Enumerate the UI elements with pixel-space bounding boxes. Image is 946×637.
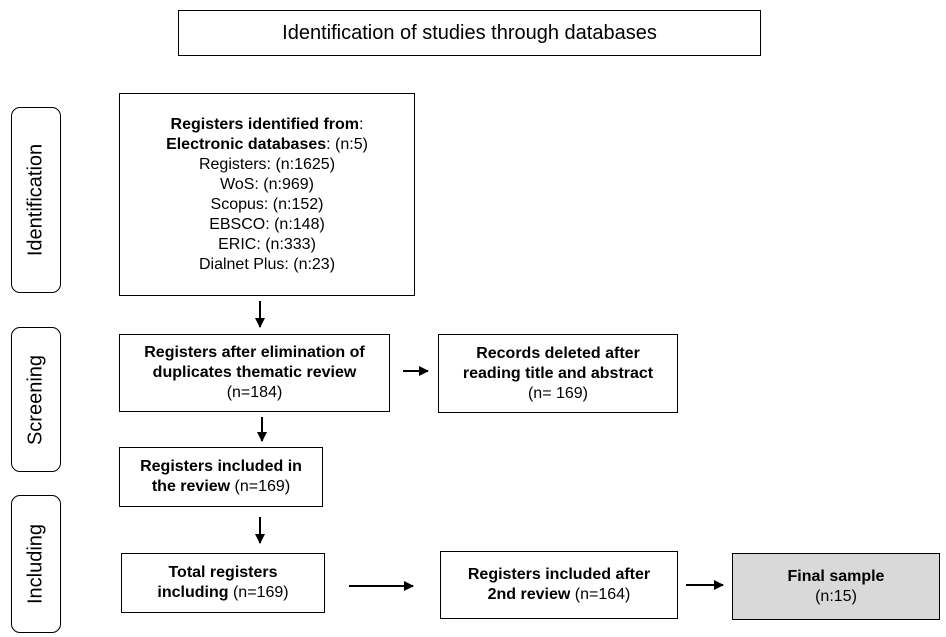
records-deleted-box: Records deleted after reading title and … [438,334,678,413]
source-wos: WoS: (n:969) [220,175,314,193]
phase-screening: Screening [11,327,61,472]
total-including-line2-bold: including [157,584,229,601]
diagram-title-box: Identification of studies through databa… [178,10,761,56]
registers-identified-heading: Registers identified from [170,115,360,133]
included-review-box: Registers included in the review (n=169) [119,447,323,507]
after-duplicates-box: Registers after elimination of duplicate… [119,334,390,412]
second-review-line1: Registers included after [467,566,651,583]
electronic-databases-label: Electronic databases [166,135,327,153]
final-sample-box: Final sample (n:15) [732,553,940,620]
phase-identification-label: Identification [24,143,47,257]
source-ebsco: EBSCO: (n:148) [209,215,325,233]
source-eric: ERIC: (n:333) [218,235,316,253]
source-dialnet: Dialnet Plus: (n:23) [198,255,336,273]
after-duplicates-count: (n=184) [226,384,283,401]
phase-identification: Identification [11,107,61,293]
registers-identified-box: Registers identified from: Electronic da… [119,93,415,296]
total-including-box: Total registers including (n=169) [121,553,325,613]
diagram-title: Identification of studies through databa… [282,22,657,44]
registers-identified-colon: : [359,115,364,133]
phase-including-label: Including [24,523,47,605]
phase-screening-label: Screening [24,354,47,445]
after-duplicates-line2: duplicates thematic review [152,364,357,381]
final-sample-count: (n:15) [815,587,857,605]
phase-including: Including [11,495,61,633]
included-review-line2-bold: the review [151,478,231,495]
records-deleted-count: (n= 169) [527,384,589,402]
final-sample-label: Final sample [787,567,885,585]
included-review-count: (n=169) [230,478,291,495]
source-scopus: Scopus: (n:152) [210,195,324,213]
records-deleted-line2: reading title and abstract [462,364,654,382]
second-review-count: (n=164) [570,586,631,603]
total-including-line1: Total registers [168,564,278,581]
second-review-line2-bold: 2nd review [487,586,571,603]
source-registers: Registers: (n:1625) [198,155,336,173]
second-review-box: Registers included after 2nd review (n=1… [440,551,678,619]
after-duplicates-line1: Registers after elimination of [144,344,365,361]
included-review-line1: Registers included in [140,458,302,475]
total-including-count: (n=169) [228,584,289,601]
electronic-databases-count: : (n:5) [326,135,368,153]
records-deleted-line1: Records deleted after [476,344,640,362]
